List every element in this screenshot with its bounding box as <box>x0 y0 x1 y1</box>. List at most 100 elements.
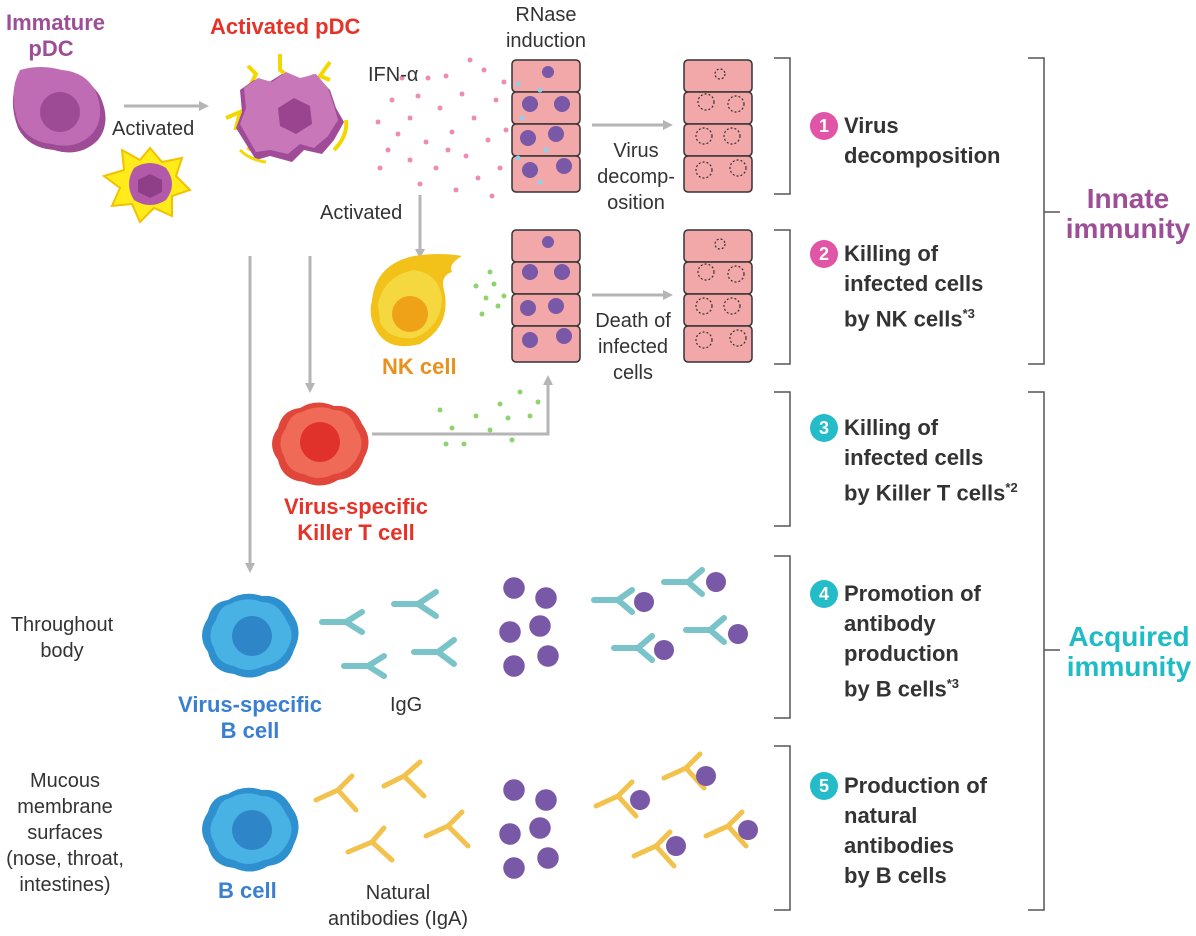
throughout-body-label: Throughout body <box>2 612 122 664</box>
mucosal-b-cell <box>202 787 299 872</box>
innate-line-1: Innate <box>1086 183 1170 214</box>
rnase-line-2: induction <box>505 30 587 52</box>
benefit-5-line-1: Production of <box>844 773 987 798</box>
benefit-5-line-4: by B cells <box>844 863 947 888</box>
natural-antibodies-label: Natural antibodies (IgA) <box>318 880 478 932</box>
throughout-line-2: body <box>40 640 84 662</box>
benefit-1-line-2: decomposition <box>844 143 1001 168</box>
benefit-3-footnote: *2 <box>1005 480 1018 495</box>
benefit-1-number: 1 <box>810 112 838 140</box>
igg-antibodies <box>319 589 457 679</box>
immature-pdc-line-1: Immature <box>6 10 106 35</box>
natural-ab-line-1: Natural <box>365 882 431 904</box>
natural-ab-line-2: antibodies (IgA) <box>327 908 469 930</box>
benefit-2-line-3-wrap: by NK cells*3 <box>844 299 983 334</box>
virus-decomp-line-1: Virus <box>613 140 659 162</box>
killer-t-cell <box>272 402 369 486</box>
virus-cluster-igg <box>499 577 559 677</box>
benefit-brackets <box>774 57 791 911</box>
activated-pdc-cell <box>225 54 349 164</box>
benefit-4-line-2: antibody <box>844 611 936 636</box>
acquired-line-1: Acquired <box>1068 621 1190 652</box>
benefit-3-line-1: Killing of <box>844 415 939 440</box>
benefit-3-line-3: by Killer T cells <box>844 480 1006 506</box>
benefit-2-footnote: *3 <box>962 306 975 321</box>
virus-decomposition-label: Virus decomp- osition <box>596 138 676 216</box>
death-line-2: infected <box>597 336 669 358</box>
virus-cluster-iga <box>499 779 559 879</box>
iga-virus-complexes <box>593 751 758 869</box>
killer-t-line-2: Killer T cell <box>297 520 415 545</box>
killer-t-granule-dots <box>437 389 541 447</box>
benefit-4-line-3: production <box>844 641 959 666</box>
b-cell-label: B cell <box>218 878 277 903</box>
benefit-2-line-3: by NK cells <box>844 306 963 332</box>
benefit-4-footnote: *3 <box>946 676 960 691</box>
throughout-line-1: Throughout <box>10 614 114 636</box>
benefit-2-number: 2 <box>810 240 838 268</box>
benefit-3-line-3-wrap: by Killer T cells*2 <box>844 473 1018 508</box>
dead-tissue-2 <box>683 229 753 363</box>
infected-tissue-2 <box>511 229 581 363</box>
immature-pdc-label: Immature pDC <box>6 10 106 62</box>
benefit-2-line-1: Killing of <box>844 241 939 266</box>
acquired-immunity-label: Acquired immunity <box>1062 622 1196 682</box>
arrow-killer-t-to-tissue <box>372 375 553 436</box>
benefit-4-line-4-wrap: by B cells*3 <box>844 669 981 704</box>
benefit-5-number: 5 <box>810 772 838 800</box>
activated-label-1: Activated <box>112 118 195 140</box>
benefit-4-line-1: Promotion of <box>844 581 981 606</box>
mucous-line-4: (nose, throat, <box>6 848 124 870</box>
igg-label: IgG <box>390 694 423 716</box>
ifn-alpha-dots <box>375 57 509 199</box>
decomposed-tissue-1 <box>683 59 753 193</box>
benefit-1-text: Virus decomposition <box>844 111 1000 171</box>
nk-granule-dots <box>473 269 507 317</box>
benefit-5-line-3: antibodies <box>844 833 955 858</box>
igg-virus-complexes <box>591 567 748 663</box>
activated-pdc-label: Activated pDC <box>210 14 361 39</box>
mucous-line-2: membrane <box>17 796 113 818</box>
benefit-2-text: Killing of infected cells by NK cells*3 <box>844 239 983 334</box>
killer-t-line-1: Virus-specific <box>284 494 428 519</box>
immature-pdc-cell <box>12 67 106 153</box>
benefit-4-text: Promotion of antibody production by B ce… <box>844 579 981 704</box>
mucous-line-5: intestines) <box>19 874 111 896</box>
virus-decomp-line-2: decomp- <box>597 166 675 188</box>
virus-decomp-line-3: osition <box>607 192 665 214</box>
virus-specific-b-cell <box>202 593 299 678</box>
immunity-brackets <box>1028 57 1060 911</box>
virus-b-line-2: B cell <box>220 718 280 743</box>
benefit-5-text: Production of natural antibodies by B ce… <box>844 771 987 891</box>
acquired-line-2: immunity <box>1066 651 1192 682</box>
innate-line-2: immunity <box>1065 213 1191 244</box>
virus-b-line-1: Virus-specific <box>178 692 322 717</box>
rnase-line-1: RNase <box>515 4 577 26</box>
benefit-5-line-2: natural <box>844 803 918 828</box>
death-line-1: Death of <box>595 310 671 332</box>
mucous-line-3: surfaces <box>27 822 103 844</box>
ifn-alpha-label: IFN-α <box>368 64 419 86</box>
activation-burst <box>101 146 192 224</box>
activated-label-2: Activated <box>320 202 403 224</box>
death-line-3: cells <box>612 362 653 384</box>
benefit-3-number: 3 <box>810 414 838 442</box>
benefit-3-line-2: infected cells <box>844 445 984 470</box>
iga-antibodies <box>313 759 471 863</box>
benefit-2-line-2: infected cells <box>844 271 984 296</box>
killer-t-label: Virus-specific Killer T cell <box>266 494 446 546</box>
immature-pdc-line-2: pDC <box>28 36 74 61</box>
benefit-1-line-1: Virus <box>844 113 899 138</box>
death-of-infected-cells-label: Death of infected cells <box>586 308 680 386</box>
nk-cell-label: NK cell <box>382 354 457 379</box>
rnase-induction-label: RNase induction <box>496 2 596 54</box>
benefit-4-line-4: by B cells <box>844 676 947 702</box>
benefit-3-text: Killing of infected cells by Killer T ce… <box>844 413 1018 508</box>
infected-tissue-1 <box>511 59 581 193</box>
mucous-line-1: Mucous <box>29 770 101 792</box>
virus-specific-b-label: Virus-specific B cell <box>160 692 340 744</box>
mucous-membrane-label: Mucous membrane surfaces (nose, throat, … <box>0 768 130 898</box>
innate-immunity-label: Innate immunity <box>1060 184 1196 244</box>
nk-cell <box>370 254 462 347</box>
